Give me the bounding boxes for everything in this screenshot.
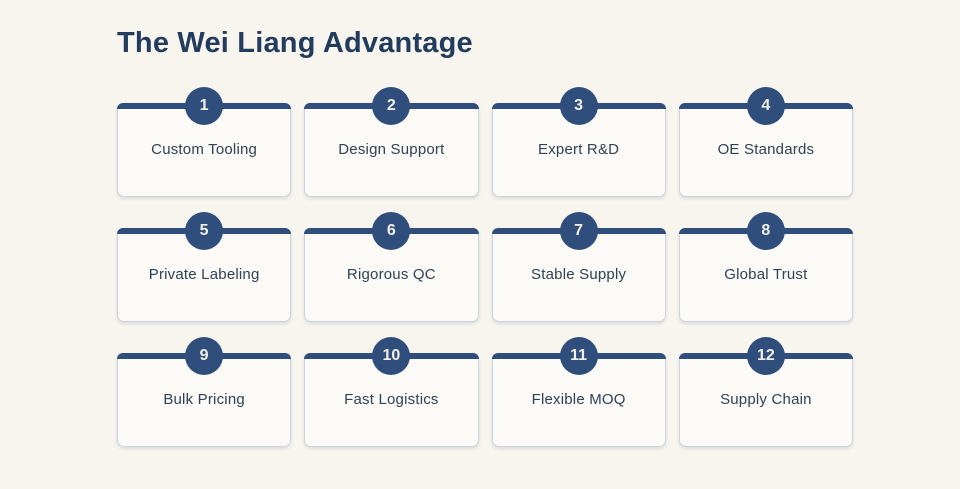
number-badge: 7 (559, 212, 598, 250)
number-badge: 10 (372, 337, 411, 375)
card-label: Custom Tooling (151, 141, 258, 158)
content-area: The Wei Liang Advantage 1 Custom Tooling… (117, 24, 853, 447)
page-title: The Wei Liang Advantage (117, 27, 473, 59)
number-badge: 2 (372, 87, 411, 125)
card-label: Rigorous QC (346, 266, 436, 283)
card-label: Flexible MOQ (531, 391, 626, 408)
card-label: Stable Supply (531, 266, 627, 283)
card-label: Design Support (338, 141, 445, 158)
advantage-card: 2 Design Support (304, 87, 479, 197)
advantage-card: 1 Custom Tooling (117, 87, 292, 197)
number-badge: 9 (185, 337, 224, 375)
number-badge: 3 (559, 87, 598, 125)
card-label: Supply Chain (720, 391, 812, 408)
card-label: Expert R&D (538, 141, 620, 158)
number-badge: 8 (746, 212, 785, 250)
advantage-card: 4 OE Standards (678, 87, 853, 197)
advantage-card: 6 Rigorous QC (304, 212, 479, 322)
number-badge: 4 (746, 87, 785, 125)
number-badge: 5 (185, 212, 224, 250)
advantage-card: 5 Private Labeling (117, 212, 292, 322)
advantage-card: 9 Bulk Pricing (117, 337, 292, 447)
number-badge: 1 (185, 87, 224, 125)
advantage-card: 8 Global Trust (678, 212, 853, 322)
card-label: Private Labeling (148, 266, 260, 283)
card-label: OE Standards (717, 141, 815, 158)
number-badge: 6 (372, 212, 411, 250)
card-label: Global Trust (724, 266, 808, 283)
advantage-card: 12 Supply Chain (678, 337, 853, 447)
advantage-card: 3 Expert R&D (491, 87, 666, 197)
number-badge: 11 (559, 337, 598, 375)
advantage-cards-grid: 1 Custom Tooling 2 Design Support 3 Expe… (117, 87, 853, 447)
advantage-card: 7 Stable Supply (491, 212, 666, 322)
card-label: Fast Logistics (344, 391, 439, 408)
advantage-card: 11 Flexible MOQ (491, 337, 666, 447)
card-label: Bulk Pricing (163, 391, 245, 408)
number-badge: 12 (746, 337, 785, 375)
advantage-card: 10 Fast Logistics (304, 337, 479, 447)
